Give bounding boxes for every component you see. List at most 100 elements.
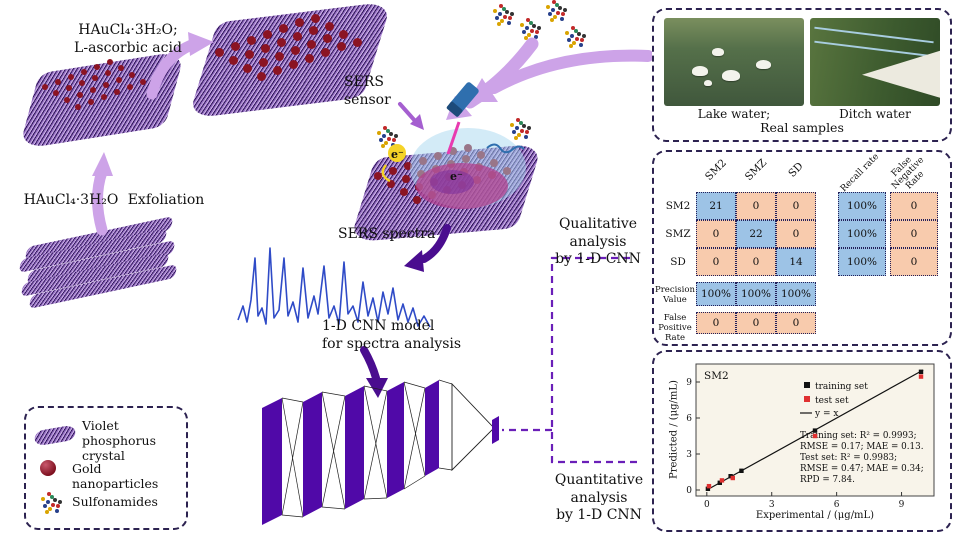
quantitative-line2: by 1-D CNN <box>556 507 642 523</box>
duck <box>722 70 740 81</box>
cnn-model-line1: 1-D CNN model <box>322 318 435 334</box>
test-set-legend-label: test set <box>815 396 849 406</box>
matrix-cell: 0 <box>776 192 816 220</box>
annotation-line: Test set: R² = 0.9983; <box>800 453 897 463</box>
violet-phosphorus-sheet-small <box>18 50 186 150</box>
false-negative-cell: 0 <box>890 248 938 276</box>
annotation-line: RPD = 7.84. <box>800 475 855 485</box>
reagent-label: HAuCl₄·3H₂O; L-ascorbic acid <box>58 22 198 57</box>
test-set-marker <box>804 396 810 402</box>
sers-sensor-line2: sensor <box>344 91 391 108</box>
cnn-output-fan <box>451 382 495 472</box>
training-set-marker <box>804 382 810 388</box>
x-tick-label: 6 <box>834 500 840 510</box>
y-tick-label: 3 <box>686 450 692 460</box>
false-positive-cell: 0 <box>696 312 736 334</box>
duck <box>692 66 708 76</box>
irrigation-pipe <box>814 40 934 58</box>
lake-water-caption: Lake water; <box>697 107 771 121</box>
y-tick-label: 0 <box>686 486 692 496</box>
matrix-row-header: SMZ <box>665 228 691 240</box>
qualitative-line1: Qualitative analysis <box>558 216 638 250</box>
duck <box>756 60 771 69</box>
sulfonamide-cluster <box>525 26 529 30</box>
real-samples-title: Real samples <box>760 120 844 135</box>
false-negative-cell: 0 <box>890 192 938 220</box>
annotation-line: RMSE = 0.17; MAE = 0.13. <box>800 442 924 452</box>
matrix-cell: 14 <box>776 248 816 276</box>
matrix-col-header: SMZ <box>742 156 770 184</box>
matrix-cell: 0 <box>736 192 776 220</box>
matrix-cell: 22 <box>736 220 776 248</box>
qualitative-results-panel: SM2 SMZ SD Recall rate False Negative Ra… <box>652 150 952 346</box>
qualitative-line2: by 1-D CNN <box>555 251 641 267</box>
matrix-cell: 0 <box>696 248 736 276</box>
training-set-point <box>705 486 711 491</box>
quantitative-scatter-plot: SM2 training set test set y = x Training… <box>686 363 935 510</box>
ditch-water-caption: Ditch water <box>839 107 911 121</box>
sulfonamide-cluster <box>570 34 574 38</box>
training-set-point <box>717 480 722 485</box>
matrix-cell: 0 <box>736 248 776 276</box>
real-samples-panel: Lake water; Ditch water Real samples <box>652 8 952 142</box>
training-set-legend-label: training set <box>815 382 868 392</box>
gold-nanoparticles-sensor <box>374 172 382 180</box>
x-tick-label: 9 <box>899 500 905 510</box>
laser-beam <box>446 121 461 155</box>
matrix-col-header: SD <box>786 160 806 180</box>
annotation-line: RMSE = 0.47; MAE = 0.34; <box>800 464 924 474</box>
sulfonamide-cluster <box>551 8 555 12</box>
precision-cell: 100% <box>736 282 776 306</box>
precision-label: Precision Value <box>655 285 695 305</box>
laser-pointer <box>446 82 479 117</box>
precision-cell: 100% <box>696 282 736 306</box>
exfoliation-arrow <box>92 152 113 236</box>
sers-sensor-line1: SERS <box>344 74 384 90</box>
annotation-line: Training set: R² = 0.9993; <box>800 431 917 441</box>
duckling <box>704 80 712 86</box>
test-set-point <box>706 483 712 489</box>
false-positive-cell: 0 <box>736 312 776 334</box>
recall-cell: 100% <box>838 248 886 276</box>
real-sample-arrow <box>468 49 654 102</box>
cnn-model-line2: for spectra analysis <box>322 335 462 352</box>
reagent-label-line2: L-ascorbic acid <box>74 39 182 56</box>
cnn-layer <box>303 392 322 517</box>
qualitative-bracket <box>550 256 642 464</box>
cnn-output-node <box>492 416 499 444</box>
sulfonamide-legend-icon <box>46 500 50 504</box>
gold-nanoparticles-dense <box>215 48 224 57</box>
false-positive-cell: 0 <box>776 312 816 334</box>
training-set-point <box>739 468 744 473</box>
sulfonamide-cluster <box>382 134 386 138</box>
cnn-layer <box>345 386 364 509</box>
test-set-point <box>730 475 735 481</box>
false-positive-label: False Positive Rate <box>658 313 692 343</box>
test-set-point <box>812 433 818 439</box>
irrigation-pipe <box>814 26 934 44</box>
x-tick-label: 3 <box>769 500 775 510</box>
y-tick-label: 6 <box>686 414 692 424</box>
cnn-layer <box>262 398 282 525</box>
confusion-matrix: SM2 21 0 0 SMZ 0 22 0 SD 0 0 14 <box>660 192 816 276</box>
quantitative-line1: Quantitative analysis <box>554 472 644 506</box>
precision-cell: 100% <box>776 282 816 306</box>
sulfonamide-cluster <box>498 12 502 16</box>
legend-line: Violet phosphorus <box>82 418 157 448</box>
test-set-point <box>719 478 725 483</box>
cnn-connector-lines <box>281 379 453 518</box>
cnn-model-label: 1-D CNN model for spectra analysis <box>322 318 472 353</box>
sers-sensor-label: SERS sensor <box>344 74 416 109</box>
identity-line-legend-label: y = x <box>814 409 838 419</box>
legend-gold-nanoparticles-label: Gold nanoparticles <box>72 461 159 491</box>
haucl-label: HAuCl₄·3H₂O <box>23 192 119 208</box>
analyte-arrow <box>446 37 539 120</box>
exfoliation-label: Exfoliation <box>127 192 205 208</box>
false-negative-cell: 0 <box>890 220 938 248</box>
sers-spectrum-line <box>237 247 431 328</box>
matrix-cell: 0 <box>696 220 736 248</box>
cnn-layer <box>425 380 439 476</box>
recall-cell: 100% <box>838 192 886 220</box>
matrix-col-header: SM2 <box>703 157 729 183</box>
y-axis-label: Predicted / (μg/mL) <box>668 380 680 479</box>
